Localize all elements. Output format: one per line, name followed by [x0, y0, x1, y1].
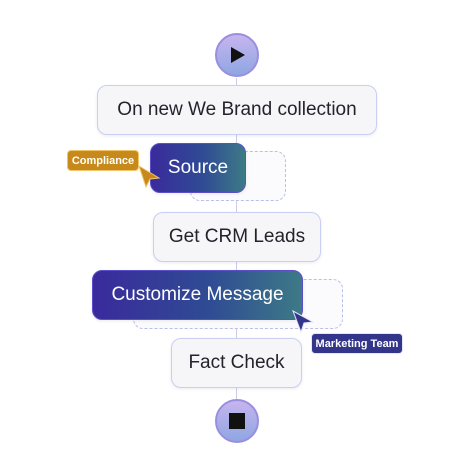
collaborator-name: Marketing Team — [315, 337, 399, 350]
collaborator-cursor-icon — [138, 165, 161, 189]
collaborator-tag-compliance: Compliance — [67, 150, 139, 171]
trigger-node-label: On new We Brand collection — [117, 99, 357, 120]
crm-leads-node-label: Get CRM Leads — [168, 226, 306, 247]
customize-message-node-label: Customize Message — [111, 284, 284, 305]
stop-icon — [229, 413, 245, 429]
customize-message-node[interactable]: Customize Message — [92, 270, 303, 320]
fact-check-node-label: Fact Check — [188, 352, 285, 373]
source-node[interactable]: Source — [150, 143, 246, 193]
play-icon — [231, 47, 245, 63]
stop-button[interactable] — [215, 399, 259, 443]
source-node-label: Source — [167, 157, 229, 178]
start-button[interactable] — [215, 33, 259, 77]
collaborator-tag-marketing-team: Marketing Team — [311, 333, 403, 354]
fact-check-node[interactable]: Fact Check — [171, 338, 302, 388]
collaborator-name: Compliance — [71, 154, 135, 167]
collaborator-cursor-icon — [292, 310, 315, 334]
crm-leads-node[interactable]: Get CRM Leads — [153, 212, 321, 262]
trigger-node[interactable]: On new We Brand collection — [97, 85, 377, 135]
